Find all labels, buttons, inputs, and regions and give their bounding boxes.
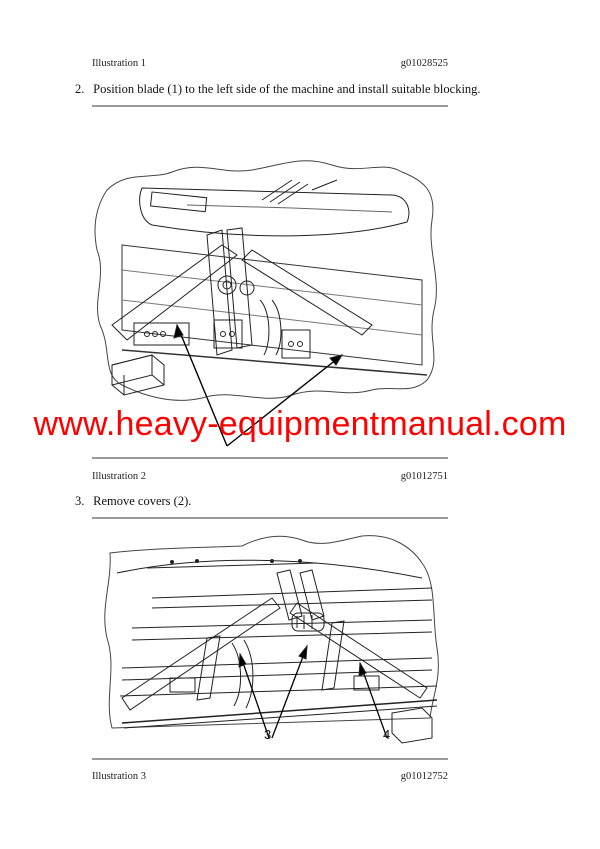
illustration-1-code: g01028525 [400, 58, 448, 69]
illustration-2-code: g01012751 [400, 471, 448, 482]
step-number: 3. [75, 494, 85, 508]
illustration-2-label: Illustration 2 [92, 471, 146, 482]
divider [92, 457, 448, 459]
step-number: 2. [75, 82, 85, 96]
watermark-url: www.heavy-equipmentmanual.com [33, 405, 567, 443]
step-text: Remove covers (2). [93, 494, 192, 508]
divider [92, 517, 448, 519]
divider [92, 758, 448, 760]
callout-4: 4 [383, 727, 391, 742]
illustration-3-label: Illustration 3 [92, 771, 146, 782]
divider [92, 105, 448, 107]
blade-blocking-illustration [92, 150, 448, 450]
callout-3: 3 [264, 727, 272, 742]
illustration-1-label: Illustration 1 [92, 58, 146, 69]
step-text: Position blade (1) to the left side of t… [93, 82, 481, 96]
step-3: 3. Remove covers (2). [75, 494, 191, 509]
covers-removal-illustration: 3 4 [92, 528, 448, 753]
illustration-3-code: g01012752 [400, 771, 448, 782]
step-2: 2. Position blade (1) to the left side o… [75, 82, 481, 97]
